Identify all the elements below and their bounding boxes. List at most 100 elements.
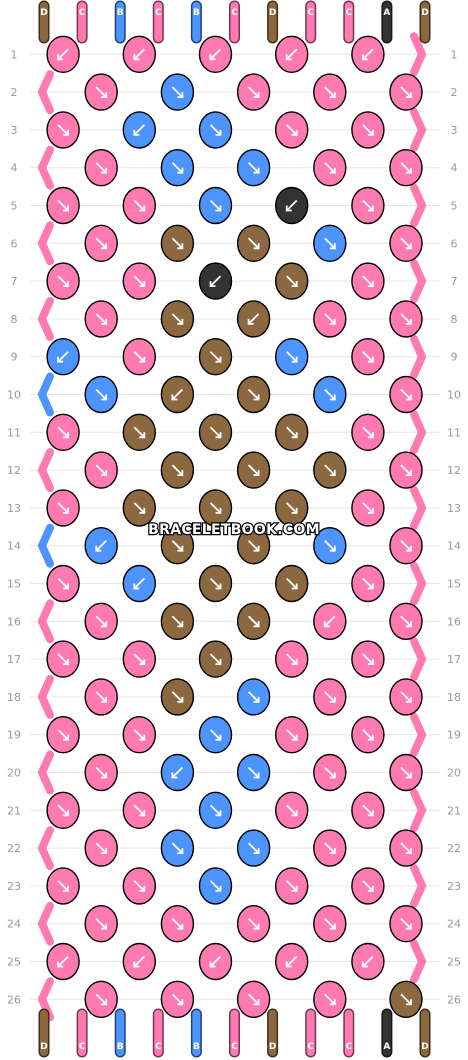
top-string-10: D: [419, 0, 431, 44]
knot-arrow-head: [406, 621, 412, 628]
knot-arrow-head: [291, 885, 298, 892]
knot: [351, 111, 385, 149]
edge-thread-right: [410, 957, 426, 984]
row-number-left: 7: [11, 275, 18, 288]
knot-arrow: [400, 993, 412, 1005]
knot-arrow: [247, 86, 260, 98]
row-number-right: 24: [447, 918, 461, 931]
knot-arrow-head: [323, 621, 330, 628]
knot-arrow: [400, 464, 412, 476]
knot: [351, 564, 385, 603]
knot: [122, 186, 157, 225]
knot: [236, 451, 271, 489]
knot-arrow: [286, 502, 298, 514]
knot-arrow-head: [253, 470, 260, 477]
knot-arrow: [57, 48, 69, 60]
knot: [389, 829, 423, 867]
knot: [198, 35, 233, 73]
edge-thread-left: [38, 88, 54, 115]
knot-arrow: [286, 275, 298, 287]
edge-thread-right: [410, 201, 426, 228]
string-letter: C: [231, 8, 238, 18]
row-number-right: 6: [451, 237, 458, 250]
knot: [389, 602, 423, 640]
knot-arrow: [247, 691, 260, 703]
knot-arrow: [171, 842, 184, 854]
string-letter: D: [421, 1042, 428, 1052]
row-number-left: 25: [7, 956, 21, 969]
string-letter: D: [40, 8, 47, 18]
knot-arrow-head: [171, 394, 178, 401]
knot-arrow-head: [63, 810, 69, 817]
knot-arrow-head: [177, 318, 184, 325]
knot-arrow: [95, 388, 107, 401]
knot-arrow-head: [406, 167, 412, 174]
knot-arrow-head: [63, 507, 69, 514]
knot: [84, 753, 118, 792]
knot: [46, 111, 80, 149]
knot-arrow: [95, 237, 107, 249]
knot-arrow: [247, 918, 260, 930]
string-letter: B: [117, 1042, 124, 1052]
knot-arrow: [362, 880, 374, 892]
knot: [351, 338, 385, 376]
knot-arrow: [286, 804, 298, 816]
knot-arrow: [362, 48, 374, 60]
knot: [160, 375, 195, 414]
row-number-left: 9: [11, 351, 18, 364]
knot: [313, 980, 347, 1018]
knot: [160, 451, 195, 489]
knot-arrow-head: [329, 318, 336, 325]
knot: [275, 186, 309, 225]
row-number-right: 14: [447, 540, 461, 553]
knot-arrow-head: [215, 659, 222, 665]
knot: [313, 905, 347, 943]
knot: [122, 413, 157, 451]
knot: [313, 829, 347, 867]
knot: [351, 942, 385, 981]
knot: [122, 262, 157, 300]
knot-arrow-head: [406, 772, 412, 779]
knot-arrow: [324, 691, 336, 703]
knot: [160, 224, 195, 263]
knot: [46, 262, 80, 300]
knot-arrow-head: [329, 243, 336, 250]
knot: [160, 753, 195, 792]
row-number-left: 21: [7, 804, 21, 817]
knot-arrow-head: [57, 54, 64, 61]
knot-arrow-head: [101, 999, 108, 1006]
knot-arrow: [57, 502, 69, 514]
row-number-right: 17: [447, 653, 461, 666]
knot-arrow: [95, 691, 107, 703]
knot-arrow: [171, 464, 184, 476]
row-number-right: 4: [451, 162, 458, 175]
knot-arrow-head: [291, 583, 298, 590]
knot-arrow: [171, 766, 184, 779]
knot: [275, 942, 309, 981]
knot-arrow-head: [215, 885, 222, 892]
knot: [198, 489, 233, 527]
knot-arrow-head: [329, 470, 336, 477]
row-number-left: 19: [7, 729, 21, 742]
row-number-right: 9: [451, 351, 458, 364]
edge-thread-right: [410, 730, 426, 757]
knot: [46, 489, 80, 527]
knot-arrow-head: [253, 999, 260, 1006]
string-letter: C: [231, 1042, 238, 1052]
knot-arrow-head: [215, 507, 222, 514]
knot: [46, 867, 80, 905]
knot-arrow-head: [406, 394, 412, 401]
knot: [351, 791, 385, 829]
bottom-string-5: C: [229, 1008, 240, 1058]
string-letter: C: [307, 8, 314, 18]
knot-arrow-head: [95, 545, 102, 552]
knot: [351, 35, 385, 73]
knot-arrow: [400, 691, 412, 703]
row-number-right: 1: [451, 48, 458, 61]
knot-arrow-head: [367, 432, 374, 439]
bottom-string-4: B: [190, 1008, 202, 1058]
string-letter: C: [155, 1042, 162, 1052]
knot-arrow: [286, 48, 298, 60]
string-letter: C: [79, 8, 86, 18]
knot-arrow: [286, 955, 298, 968]
